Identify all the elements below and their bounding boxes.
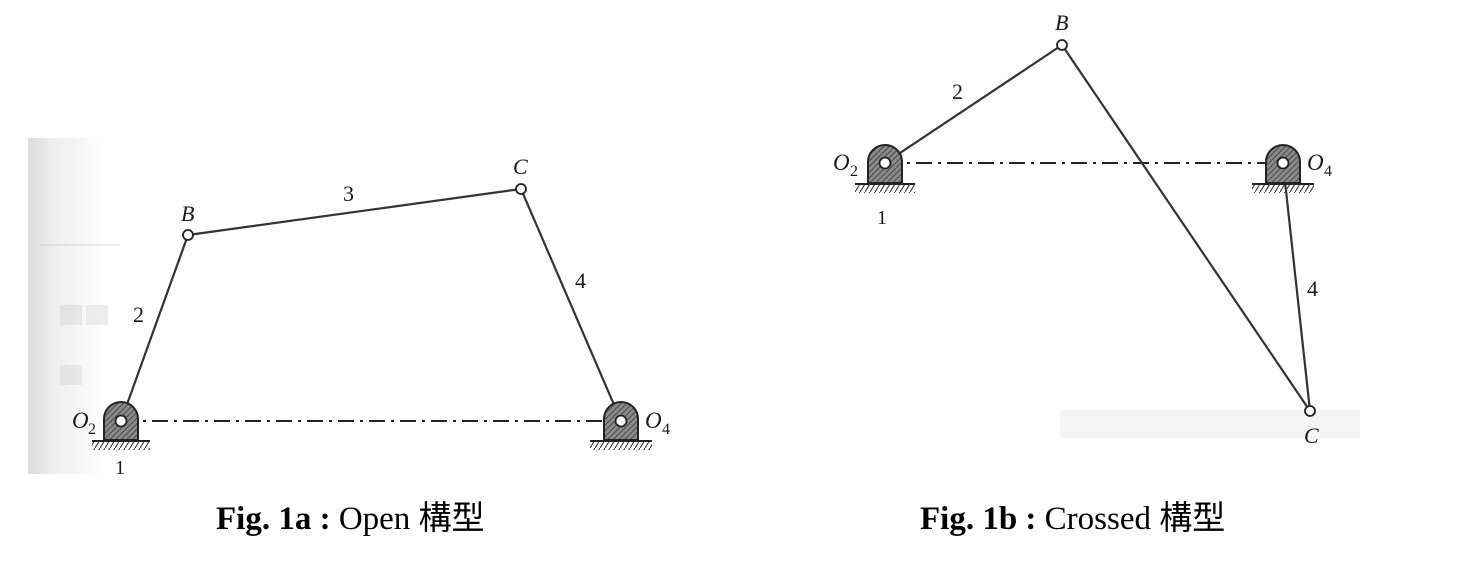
label-ground-1: 1 (115, 457, 125, 479)
label-joint-c-b: C (1304, 423, 1319, 448)
link-4 (519, 188, 623, 422)
link-2-b (884, 44, 1063, 164)
label-o2-main-b: O (833, 150, 850, 175)
label-link-2: 2 (133, 302, 144, 327)
label-ground-1-b: 1 (877, 207, 887, 229)
link-3-b (1061, 44, 1311, 412)
pivot-o2-b (855, 144, 915, 193)
label-link-3: 3 (343, 181, 354, 206)
label-o4-sub: 4 (662, 421, 670, 438)
link-4-b (1281, 162, 1312, 412)
pivot-o4 (590, 401, 652, 450)
label-o2-sub-b: 2 (850, 163, 858, 180)
scan-artifacts (40, 244, 120, 385)
label-o2-sub: 2 (88, 421, 96, 438)
label-joint-b-b: B (1055, 10, 1068, 35)
caption-fig-1b: Fig. 1b : Crossed 構型 (920, 503, 1225, 536)
pivot-o4-b (1252, 144, 1314, 193)
label-joint-b: B (181, 201, 194, 226)
joint-b-b (1056, 39, 1068, 51)
caption-fig-1a-prefix: Fig. 1a : (216, 501, 331, 537)
caption-fig-1a-text: Open 構型 (330, 501, 485, 537)
joint-b (182, 229, 194, 241)
label-o4-sub-b: 4 (1324, 163, 1332, 180)
link-3 (187, 187, 522, 237)
caption-fig-1a: Fig. 1a : Open 構型 (216, 503, 485, 536)
label-link-2-b: 2 (952, 79, 963, 104)
figure-1b: O 2 O 4 1 B C 2 4 (833, 10, 1360, 448)
joint-c-b (1304, 405, 1316, 417)
caption-fig-1b-prefix: Fig. 1b : (920, 501, 1037, 537)
label-link-4-b: 4 (1307, 276, 1318, 301)
label-joint-c: C (513, 154, 528, 179)
figure-1a: O 2 O 4 1 B C 2 3 4 (28, 138, 688, 479)
joint-c (515, 183, 527, 195)
label-link-4: 4 (575, 268, 586, 293)
caption-fig-1b-text: Crossed 構型 (1036, 501, 1226, 537)
link-2 (119, 234, 190, 422)
pivot-o2 (92, 401, 150, 450)
label-o2-main: O (72, 408, 89, 433)
label-o4-main-b: O (1307, 150, 1324, 175)
label-o4-main: O (645, 408, 662, 433)
